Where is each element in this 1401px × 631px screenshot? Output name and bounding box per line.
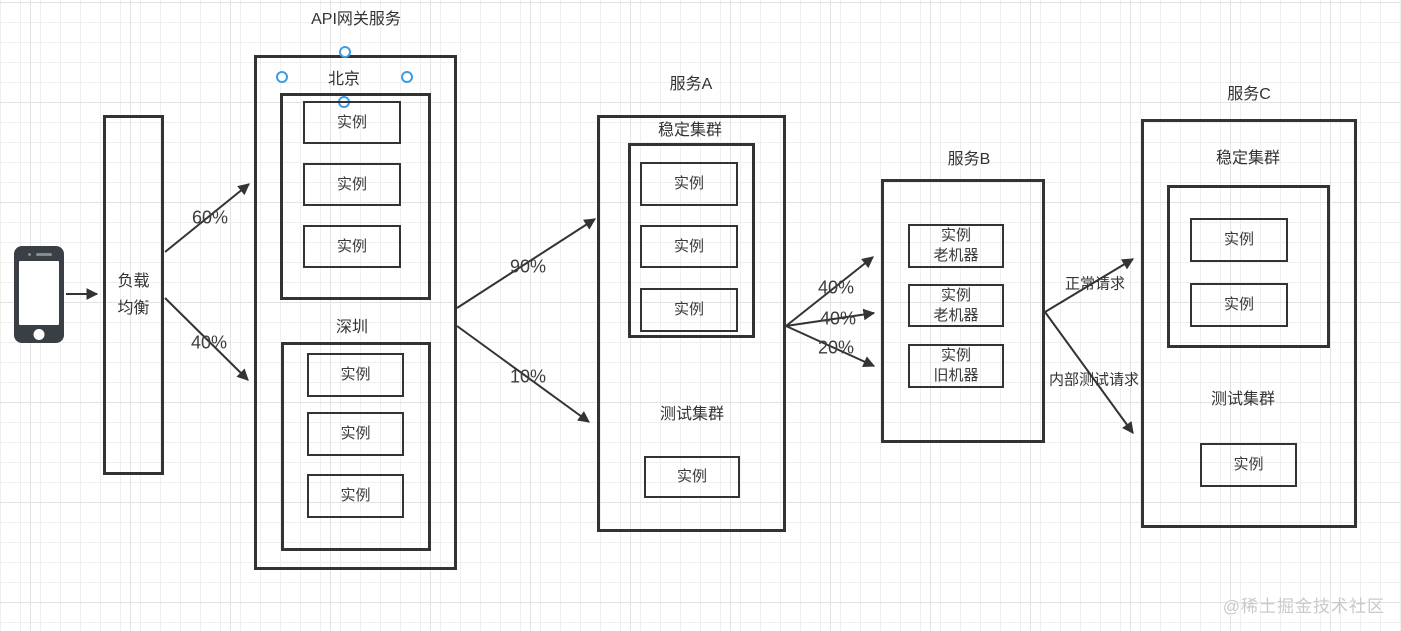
service-c-test-cluster-label: 测试集群 xyxy=(1210,391,1276,408)
edge-label-40pct-lb: 40% xyxy=(190,332,228,353)
edge-label-10pct: 10% xyxy=(509,366,547,387)
edge-label-internal-test-request: 内部测试请求 xyxy=(1048,371,1140,389)
phone-screen xyxy=(19,261,59,325)
instance-label: 实例 xyxy=(940,347,971,364)
instance-label: 实例 xyxy=(673,237,704,255)
api-gateway-title: API网关服务 xyxy=(311,11,401,28)
connection-handle-right[interactable] xyxy=(401,71,413,83)
connection-handle-top[interactable] xyxy=(339,46,351,58)
phone-home-button xyxy=(33,329,45,340)
instance-box[interactable]: 实例 老机器 xyxy=(908,224,1004,268)
instance-box[interactable]: 实例 xyxy=(644,456,740,498)
instance-label: 实例 xyxy=(336,237,367,255)
instance-box[interactable]: 实例 xyxy=(640,162,738,206)
smartphone-icon[interactable] xyxy=(14,246,64,343)
instance-label: 实例 xyxy=(676,468,707,485)
service-a-node[interactable] xyxy=(597,115,786,532)
service-a-title: 服务A xyxy=(669,76,713,93)
instance-box[interactable]: 实例 xyxy=(1190,283,1288,327)
instance-box[interactable]: 实例 xyxy=(303,225,401,268)
instance-sublabel: 老机器 xyxy=(933,247,979,264)
load-balancer-node[interactable] xyxy=(103,115,164,475)
service-b-node[interactable] xyxy=(881,179,1045,443)
instance-label: 实例 xyxy=(940,286,971,304)
instance-box[interactable]: 实例 xyxy=(303,163,401,206)
instance-box[interactable]: 实例 xyxy=(303,101,401,144)
service-a-stable-cluster-box[interactable] xyxy=(628,143,755,338)
phone-speaker-bar xyxy=(36,253,52,256)
service-c-stable-cluster-box[interactable] xyxy=(1167,185,1330,348)
api-gateway-node[interactable] xyxy=(254,55,457,570)
instance-box[interactable]: 实例 xyxy=(1190,218,1288,262)
instance-box[interactable]: 实例 xyxy=(307,412,404,456)
service-c-stable-cluster-label: 稳定集群 xyxy=(1215,150,1281,167)
service-b-title: 服务B xyxy=(947,151,991,168)
instance-box[interactable]: 实例 xyxy=(1200,443,1297,487)
instance-box[interactable]: 实例 旧机器 xyxy=(908,344,1004,388)
edge-label-20pct: 20% xyxy=(817,337,855,358)
instance-label: 实例 xyxy=(340,425,371,442)
service-a-test-cluster-label: 测试集群 xyxy=(659,406,725,423)
service-c-node[interactable] xyxy=(1141,119,1357,528)
instance-box[interactable]: 实例 xyxy=(307,353,404,397)
instance-label: 实例 xyxy=(1233,456,1264,473)
instance-label: 实例 xyxy=(673,175,704,192)
load-balancer-label: 负载 均衡 xyxy=(103,115,164,475)
edge-label-normal-request: 正常请求 xyxy=(1064,275,1126,293)
edge-label-40pct-mid: 40% xyxy=(819,308,857,329)
load-balancer-label-line1: 负载 xyxy=(117,273,150,290)
watermark: @稀土掘金技术社区 xyxy=(1222,597,1385,616)
instance-box[interactable]: 实例 老机器 xyxy=(908,284,1004,327)
shenzhen-cluster-box[interactable] xyxy=(281,342,431,551)
instance-box[interactable]: 实例 xyxy=(307,474,404,518)
instance-box[interactable]: 实例 xyxy=(640,225,738,268)
phone-camera-dot xyxy=(28,253,31,256)
service-a-stable-cluster-label: 稳定集群 xyxy=(657,122,723,139)
shenzhen-cluster-label: 深圳 xyxy=(335,319,369,336)
instance-label: 实例 xyxy=(336,113,367,131)
instance-box[interactable]: 实例 xyxy=(640,288,738,332)
edge-label-90pct: 90% xyxy=(509,256,547,277)
beijing-cluster-box[interactable] xyxy=(280,93,431,300)
load-balancer-label-line2: 均衡 xyxy=(117,300,150,317)
instance-sublabel: 老机器 xyxy=(933,306,979,324)
connection-handle-left[interactable] xyxy=(276,71,288,83)
instance-label: 实例 xyxy=(673,301,704,318)
edge-label-40pct-top: 40% xyxy=(817,277,855,298)
instance-label: 实例 xyxy=(940,227,971,244)
instance-label: 实例 xyxy=(1223,231,1254,248)
instance-sublabel: 旧机器 xyxy=(933,367,979,384)
service-c-title: 服务C xyxy=(1227,86,1271,103)
beijing-cluster-label: 北京 xyxy=(327,71,361,88)
instance-label: 实例 xyxy=(340,487,371,504)
instance-label: 实例 xyxy=(336,175,367,193)
instance-label: 实例 xyxy=(1223,296,1254,313)
edge-label-60pct: 60% xyxy=(191,207,229,228)
instance-label: 实例 xyxy=(340,366,371,383)
